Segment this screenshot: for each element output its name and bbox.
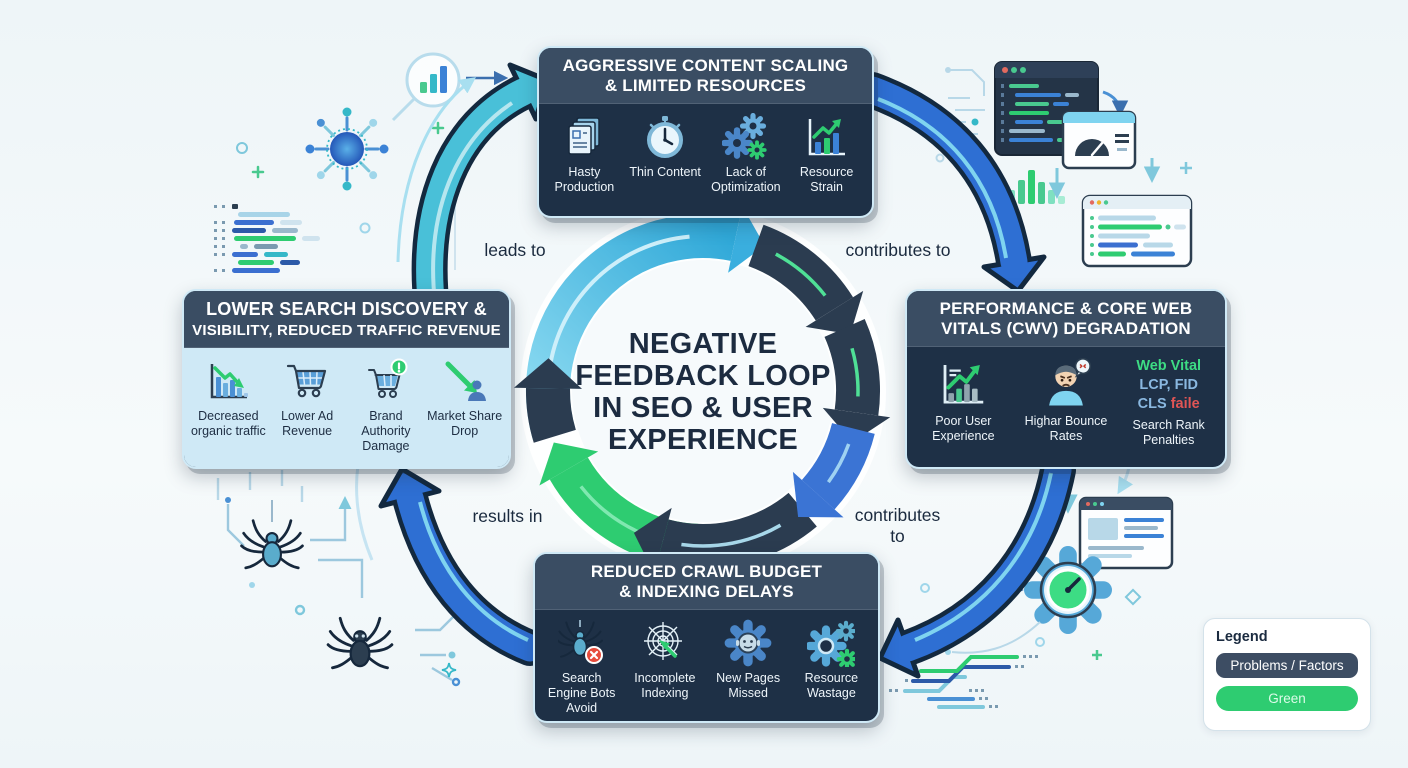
network-hub-icon — [305, 107, 389, 191]
dot-decoration — [920, 583, 930, 593]
plus-decoration — [1180, 162, 1192, 174]
box-aggressive-content-scaling: AGGRESSIVE CONTENT SCALING & LIMITED RES… — [537, 46, 874, 218]
factor-item: Resource Wastage — [791, 619, 872, 701]
factor-item: Highar Bounce Rates — [1016, 356, 1117, 444]
factor-label: Decreased organic traffic — [190, 409, 266, 439]
legend-title: Legend — [1216, 629, 1268, 645]
spider-blocked-icon — [557, 620, 603, 665]
edge-label-contributes-top: contributes to — [845, 240, 951, 260]
speedometer-card-icon — [1061, 110, 1137, 170]
factor-label: Search Rank Penalties — [1132, 418, 1205, 447]
legend-item-green: Green — [1216, 686, 1358, 711]
documents-icon — [568, 117, 601, 155]
circuit-lines-bottomright — [889, 655, 1038, 709]
thin-curve-arrow — [396, 77, 477, 263]
gear-gauge-icon — [1033, 555, 1103, 625]
browser-window-icon — [1081, 194, 1193, 268]
spider-icon-blue — [240, 519, 304, 570]
factor-item: Poor User Experience — [913, 356, 1014, 444]
spider-icon-dark — [326, 616, 394, 670]
factor-item: New Pages Missed — [708, 619, 789, 701]
box-title: AGGRESSIVE CONTENT SCALING & LIMITED RES… — [539, 48, 872, 105]
factor-label: Poor User Experience — [932, 414, 995, 443]
chart-declining-icon — [211, 364, 249, 399]
diagram-title: NEGATIVE FEEDBACK LOOP IN SEO & USER EXP… — [553, 328, 853, 457]
title-line: EXPERIENCE — [608, 423, 798, 456]
factor-label: Lack of Optimization — [711, 165, 781, 194]
chart-growth-icon — [943, 365, 984, 404]
edge-label-results-in: results in — [472, 506, 543, 526]
factor-item: Thin Content — [626, 113, 705, 180]
cart-icon — [287, 365, 327, 398]
sparkle-icon — [441, 662, 457, 678]
legend-item-problems: Problems / Factors — [1216, 653, 1358, 678]
web-vitals-text: Web Vital LCP, FID CLS faile — [1136, 357, 1202, 412]
factor-label: Market Share Drop — [427, 409, 503, 439]
cart-alert-icon — [367, 358, 408, 399]
title-line: NEGATIVE — [628, 328, 778, 360]
arrow-contributes-top — [854, 72, 1047, 294]
dot-decoration — [1035, 637, 1045, 647]
box-cwv-degradation: PERFORMANCE & CORE WEB VITALS (CWV) DEGR… — [905, 289, 1227, 469]
factor-item: Incomplete Indexing — [624, 619, 705, 701]
factor-item: Web Vital LCP, FID CLS faile Search Rank… — [1118, 356, 1219, 448]
factor-label: Brand Authority Damage — [361, 409, 411, 453]
spiderweb-icon — [643, 622, 682, 661]
factor-label: Incomplete Indexing — [634, 671, 696, 700]
arrow-results-in — [378, 466, 548, 666]
factor-item: Hasty Production — [545, 113, 624, 195]
factor-label: Search Engine Bots Avoid — [547, 671, 616, 715]
factor-item: Search Engine Bots Avoid — [541, 619, 622, 715]
box-lower-discovery: LOWER SEARCH DISCOVERY & VISIBILITY, RED… — [182, 289, 511, 469]
arrow-contributes-bottom — [877, 452, 1076, 679]
box-title: REDUCED CRAWL BUDGET & INDEXING DELAYS — [535, 554, 878, 611]
factor-label: Resource Strain — [799, 165, 854, 194]
factor-item: Lack of Optimization — [707, 113, 786, 195]
stopwatch-icon — [647, 116, 684, 159]
robot-gear-icon — [724, 619, 772, 667]
edge-label-leads-to: leads to — [484, 240, 546, 260]
browser-card-icon — [1078, 496, 1174, 570]
title-line: FEEDBACK LOOP — [575, 359, 831, 392]
factor-item: Lower Ad Revenue — [269, 357, 346, 439]
factor-label: New Pages Missed — [716, 671, 781, 700]
angry-user-icon — [1049, 358, 1092, 406]
circuit-curve — [951, 621, 1041, 654]
legend: Legend Problems / Factors Green — [1203, 618, 1371, 731]
factor-item: Resource Strain — [787, 113, 866, 195]
factor-item: Decreased organic traffic — [190, 357, 267, 439]
box-title: PERFORMANCE & CORE WEB VITALS (CWV) DEGR… — [907, 291, 1225, 348]
factor-item: Market Share Drop — [426, 357, 503, 439]
factor-label: Resource Wastage — [804, 671, 859, 700]
diamond-decoration — [1124, 588, 1142, 606]
code-lines-decoration — [214, 204, 456, 273]
title-line: IN SEO & USER — [593, 391, 813, 424]
factor-label: Highar Bounce Rates — [1024, 414, 1108, 443]
circuit-decoration-bottomleft — [216, 470, 464, 687]
factor-label: Hasty Production — [554, 165, 615, 194]
box-title: LOWER SEARCH DISCOVERY & VISIBILITY, RED… — [184, 291, 509, 349]
market-drop-icon — [445, 361, 486, 402]
gears-icon — [722, 113, 767, 160]
magnifier-chart-icon — [391, 52, 461, 122]
plus-decoration — [1092, 650, 1102, 660]
factor-item: Brand Authority Damage — [348, 357, 425, 453]
cycle-ring — [514, 206, 891, 574]
edge-label-contributes-bottom: contributes to — [854, 505, 941, 546]
chart-rising-icon — [808, 119, 845, 156]
sparkle-decoration — [236, 121, 445, 234]
curve-arrow — [1102, 90, 1129, 117]
gears-waste-icon — [807, 619, 855, 667]
factor-label: Thin Content — [629, 165, 701, 180]
factor-label: Lower Ad Revenue — [281, 409, 334, 439]
box-crawl-budget: REDUCED CRAWL BUDGET & INDEXING DELAYS S… — [533, 552, 880, 723]
